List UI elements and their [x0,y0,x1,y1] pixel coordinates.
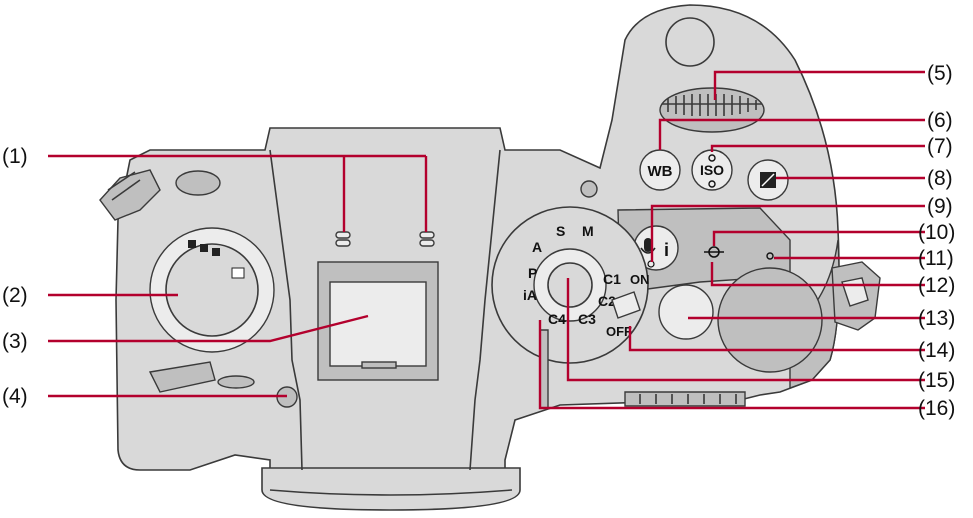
callout-12: (12) [918,274,955,297]
front-dial [659,87,765,133]
mic-info-button[interactable]: i [633,225,679,271]
callout-2: (2) [2,284,28,307]
mode-dial[interactable]: P A S M C1 C2 C3 C4 iA [491,206,649,364]
wb-button[interactable]: WB [639,149,681,191]
mode-c3-label: C3 [578,311,596,327]
callout-10: (10) [918,221,955,244]
callout-9: (9) [927,195,953,218]
mode-m-label: M [582,223,594,239]
callout-11: (11) [918,247,954,270]
power-on-label: ON [630,272,650,287]
mode-ia-label: iA [523,287,537,303]
callout-13: (13) [918,307,955,330]
mode-a-label: A [532,239,542,255]
i-label: i [664,240,669,260]
mode-c4-label: C4 [548,311,566,327]
shutter-button[interactable] [658,284,714,340]
power-off-label: OFF [606,324,632,339]
power-switch[interactable]: ON OFF [606,272,650,339]
callout-1: (1) [2,145,28,168]
right-controls: WB ISO i [491,17,823,409]
callout-labels: (1) (2) (3) (4) (5) (6) (7) (8) (9) (10)… [2,62,955,420]
mode-c2-label: C2 [598,293,616,309]
callout-15: (15) [918,369,955,392]
microphone-icon [644,238,652,252]
callout-7: (7) [927,135,953,158]
sensor-plane-mark [704,246,724,258]
callout-8: (8) [927,167,953,190]
iso-button[interactable]: ISO [691,149,733,191]
camera-body [99,4,881,511]
callout-6: (6) [927,109,953,132]
mode-p-label: P [528,265,537,281]
leader-lines [48,70,925,410]
callout-4: (4) [2,385,28,408]
rear-dial[interactable] [717,267,823,373]
callout-5: (5) [927,62,953,85]
callout-16: (16) [918,397,955,420]
hot-shoe [317,261,439,381]
mode-c1-label: C1 [603,271,621,287]
mode-s-label: S [556,223,565,239]
callout-14: (14) [918,339,955,362]
drive-mode-dial [149,227,275,353]
iso-label: ISO [700,162,724,178]
callout-3: (3) [2,330,28,353]
exposure-compensation-button[interactable] [747,159,789,201]
wb-label: WB [648,163,673,180]
status-indicator [766,252,774,260]
